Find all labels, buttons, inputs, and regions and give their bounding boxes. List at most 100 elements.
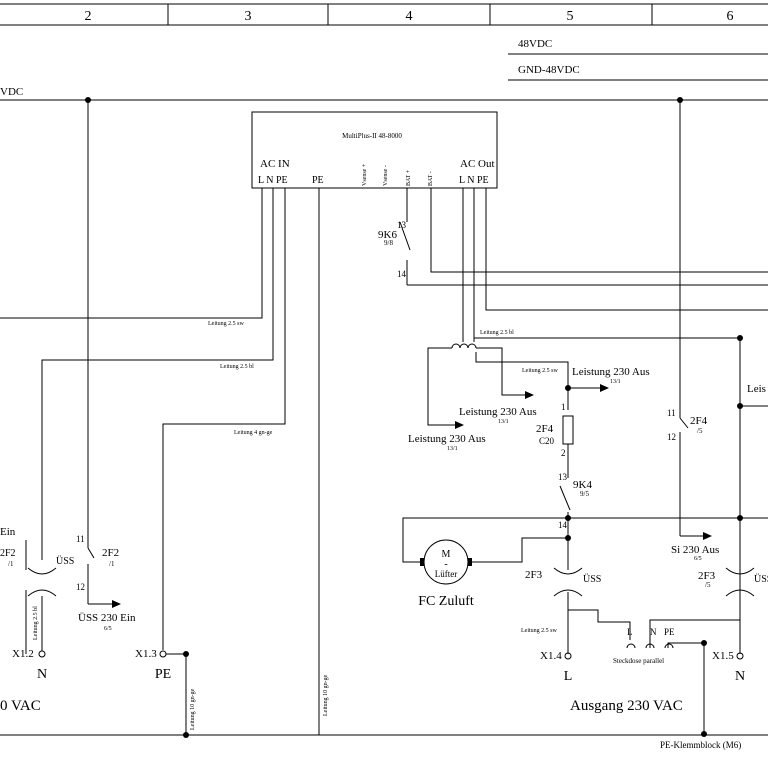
bat-neg-pin: BAT - [428, 171, 434, 186]
column-header: 2 3 4 5 6 [0, 3, 768, 26]
signal-aus-b-ref: 13/1 [498, 419, 509, 425]
relay-9k6: 13 9K6 9/8 14 [378, 188, 768, 286]
signal-aus-c: Leistung 230 Aus [408, 433, 486, 445]
signal-si-230-aus: Si 230 Aus [671, 544, 719, 556]
breaker-2f4-pin-2: 2 [561, 448, 566, 458]
signal-aus-a-ref: 13/1 [610, 379, 621, 385]
cable-ac-out-n: Leitung 2.5 bl [480, 330, 514, 336]
breaker-2f4-rating: C20 [539, 436, 555, 446]
terminal-x13: X1.3 [135, 648, 157, 660]
breaker-2f3-tag: 2F3 [525, 569, 543, 581]
signal-uss-230-ein: ÜSS 230 Ein [78, 612, 136, 624]
cable-ac-in-n: Leitung 2.5 bl [220, 364, 254, 370]
surge-out-label: ÜSS [583, 573, 601, 585]
caption-output: Ausgang 230 VAC [570, 698, 683, 714]
column-6-label: 6 [727, 9, 734, 24]
terminal-x15-symbol: N [735, 669, 745, 684]
breaker-2f4-main: 1 2 2F4 C20 [536, 402, 574, 478]
signal-aus-a: Leistung 230 Aus [572, 366, 650, 378]
signal-aus-c-ref: 13/1 [447, 446, 458, 452]
breaker-2f4-aux-pin-11: 11 [667, 408, 676, 418]
vsense-neg-pin: Vsense - [383, 165, 389, 186]
relay-9k6-tag: 9K6 [378, 229, 397, 241]
breaker-left-2f2-ref: /1 [8, 560, 14, 568]
relay-9k4-tag: 9K4 [573, 479, 592, 491]
terminal-x15: X1.5 [712, 650, 734, 662]
rail-48vdc-label: 48VDC [518, 38, 552, 50]
left-surge-2f2: Ein 2F2 /1 ÜSS Leitung 2.5 bl 11 2F2 /1 … [0, 100, 136, 654]
bat-pos-pin: BAT + [406, 169, 412, 186]
ac-in-label: AC IN [260, 158, 290, 170]
breaker-2f4-pin-1: 1 [561, 402, 566, 412]
terminal-x14-symbol: L [564, 669, 573, 684]
relay-9k6-pin-14: 14 [397, 269, 407, 279]
ac-in-pins: L N PE [258, 175, 288, 186]
relay-9k4: 13 9K4 9/5 14 [558, 472, 740, 556]
cable-ac-in-l: Leitung 2.5 sw [208, 321, 244, 327]
socket-l-label: L [627, 627, 633, 637]
ac-in-wiring: Leitung 2.5 sw Leitung 2.5 bl Leitung 4 … [0, 188, 329, 735]
signal-uss-230-ein-ref: 6/5 [104, 626, 112, 632]
inverter-pe-pin: PE [312, 175, 324, 186]
right-aux-contacts: 11 2F4 /5 12 Si 230 Aus 6/5 2F3 /5 ÜSS [667, 100, 768, 654]
breaker-mid-2f2-ref: /1 [109, 560, 115, 568]
breaker-mid-2f2-tag: 2F2 [102, 547, 119, 559]
column-2-label: 2 [85, 9, 92, 24]
socket-pe-label: PE [664, 627, 675, 637]
breaker-mid-2f2-pin-11: 11 [76, 534, 85, 544]
relay-9k4-pin-14: 14 [558, 520, 568, 530]
breaker-2f4-tag: 2F4 [536, 423, 554, 435]
inverter-multiplus: MultiPlus-II 48-8000 AC IN L N PE PE Vse… [251, 111, 498, 189]
relay-9k6-pin-13: 13 [397, 220, 407, 230]
signal-aus-right-cut: Leis [747, 383, 766, 395]
terminal-x12: X1.2 [12, 648, 34, 660]
dc-rails: 48VDC GND-48VDC VDC [0, 38, 768, 103]
socket-n-label: N [650, 627, 657, 637]
relay-9k4-pin-13: 13 [558, 472, 568, 482]
signal-aus-b: Leistung 230 Aus [459, 406, 537, 418]
breaker-mid-2f2-pin-12: 12 [76, 582, 85, 592]
terminals: X1.2 N Leitung 10 gn-ge X1.3 PE X1.4 L X… [12, 596, 745, 738]
rail-gnd-48vdc-label: GND-48VDC [518, 64, 580, 76]
surge-left-label: ÜSS [56, 555, 74, 567]
captions: 0 VAC Ausgang 230 VAC PE-Klemmblock (M6) [0, 698, 768, 750]
terminal-x13-symbol: PE [155, 667, 171, 682]
breaker-left-2f2-tag: 2F2 [0, 548, 16, 559]
cable-left-vert: Leitung 2.5 bl [33, 606, 39, 640]
terminal-x14: X1.4 [540, 650, 562, 662]
fan-name: Lüfter [435, 569, 458, 579]
signal-si-230-aus-ref: 6/5 [694, 556, 702, 562]
inverter-title: MultiPlus-II 48-8000 [342, 132, 402, 140]
cable-inverter-pe: Leitung 10 gn-ge [323, 674, 329, 716]
caption-input-cut: 0 VAC [0, 698, 41, 714]
column-4-label: 4 [406, 9, 413, 24]
fan-motor-symbol: M [442, 549, 451, 560]
ac-out-wiring: Leitung 2.5 bl Leis Leistung 230 Aus 13/… [408, 188, 768, 620]
breaker-2f3-aux-ref: /5 [705, 581, 711, 589]
cable-ac-in-pe: Leitung 4 gn-ge [234, 430, 273, 436]
surge-right-label: ÜSS [754, 573, 768, 585]
column-5-label: 5 [567, 9, 574, 24]
breaker-2f4-aux-ref: /5 [697, 427, 703, 435]
terminal-x12-symbol: N [37, 667, 47, 682]
fan-dash: - [444, 559, 447, 570]
cable-ac-out-l: Leitung 2.5 sw [522, 368, 558, 374]
column-3-label: 3 [245, 9, 252, 24]
output-surge-2f3: ÜSS 2F3 Leitung 2.5 sw L N PE Steckdose … [521, 556, 740, 737]
rail-left-vdc-label: VDC [0, 86, 23, 98]
ac-out-label: AC Out [460, 158, 495, 170]
vsense-pos-pin: Vsense + [362, 163, 368, 186]
socket-label: Steckdose parallel [613, 657, 664, 665]
breaker-2f4-aux-pin-12: 12 [667, 432, 676, 442]
cable-out-l: Leitung 2.5 sw [521, 628, 557, 634]
ac-out-pins: L N PE [459, 175, 489, 186]
breaker-2f4-aux-tag: 2F4 [690, 415, 708, 427]
caption-pe-block: PE-Klemmblock (M6) [660, 740, 741, 750]
fan-caption: FC Zuluft [418, 594, 474, 609]
fan-fc-zuluft: M - Lüfter FC Zuluft [402, 517, 568, 609]
breaker-2f3-aux-tag: 2F3 [698, 570, 716, 582]
left-cut-label: Ein [0, 526, 16, 538]
cable-pe-vert: Leitung 10 gn-ge [190, 688, 196, 730]
relay-9k4-ref: 9/5 [580, 490, 589, 498]
